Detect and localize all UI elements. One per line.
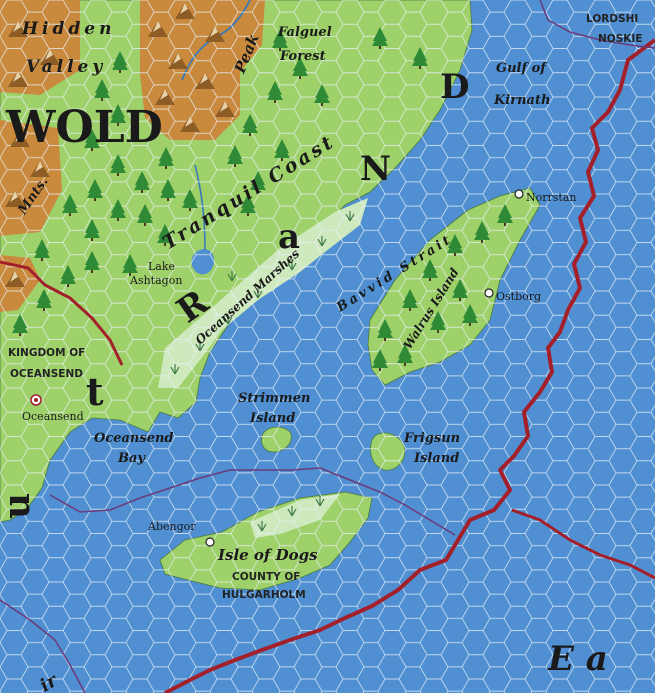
label-gulf: Gulf of <box>496 61 548 76</box>
label-strimmen: Strimmen <box>238 391 310 406</box>
label-wold: WOLD <box>5 102 163 153</box>
label-frigsun: Frigsun <box>403 431 460 446</box>
label-settlement-ostborg: Ostborg <box>496 290 541 303</box>
big-letter-t: t <box>86 369 104 414</box>
label-settlement-oceansend: Oceansend <box>22 410 84 423</box>
big-letter-d: D <box>440 67 469 107</box>
settlement-norrstan-marker[interactable] <box>514 189 524 199</box>
big-letter-ea: E a <box>547 639 608 679</box>
label-hidden: Hidden <box>21 19 115 39</box>
border-minor-3 <box>539 0 655 49</box>
label-lordship: LORDSHI <box>586 13 638 25</box>
border-major-east <box>164 38 655 693</box>
settlement-ostborg-marker[interactable] <box>484 288 494 298</box>
label-bay-2: Bay <box>117 451 146 466</box>
label-frigsun-island: Island <box>413 451 459 466</box>
label-kingdom: KINGDOM OF <box>8 347 85 359</box>
big-letter-a: a <box>278 217 300 257</box>
label-valley: Valley <box>26 57 106 77</box>
label-oceansend-realm: OCEANSEND <box>10 368 83 380</box>
label-bay: Oceansend <box>94 431 174 446</box>
label-county: COUNTY OF <box>232 571 300 583</box>
label-kirnath: Kirnath <box>493 93 550 108</box>
big-letter-n: N <box>360 149 391 189</box>
border-minor-2 <box>0 599 86 693</box>
label-noskie: NOSKIE <box>598 33 643 45</box>
label-settlement-norrstan: Norrstan <box>526 191 576 204</box>
label-lake: Lake <box>148 260 175 273</box>
label-hulgarholm: HULGARHOLM <box>222 589 306 601</box>
border-major-se <box>511 508 655 580</box>
border-minor-1 <box>49 467 456 536</box>
big-letter-u: u <box>0 493 38 519</box>
label-isle-of-dogs: Isle of Dogs <box>217 546 318 564</box>
border-major-west <box>0 260 124 366</box>
label-strimmen-island: Island <box>249 411 295 426</box>
label-settlement-abengor: Abengor <box>147 520 196 533</box>
label-ashtagon: Ashtagon <box>129 274 182 287</box>
label-forest: Forest <box>279 49 326 64</box>
settlement-oceansend-marker[interactable] <box>30 394 42 406</box>
settlement-abengor-marker[interactable] <box>205 537 215 547</box>
label-falguel: Falguel <box>277 25 332 40</box>
